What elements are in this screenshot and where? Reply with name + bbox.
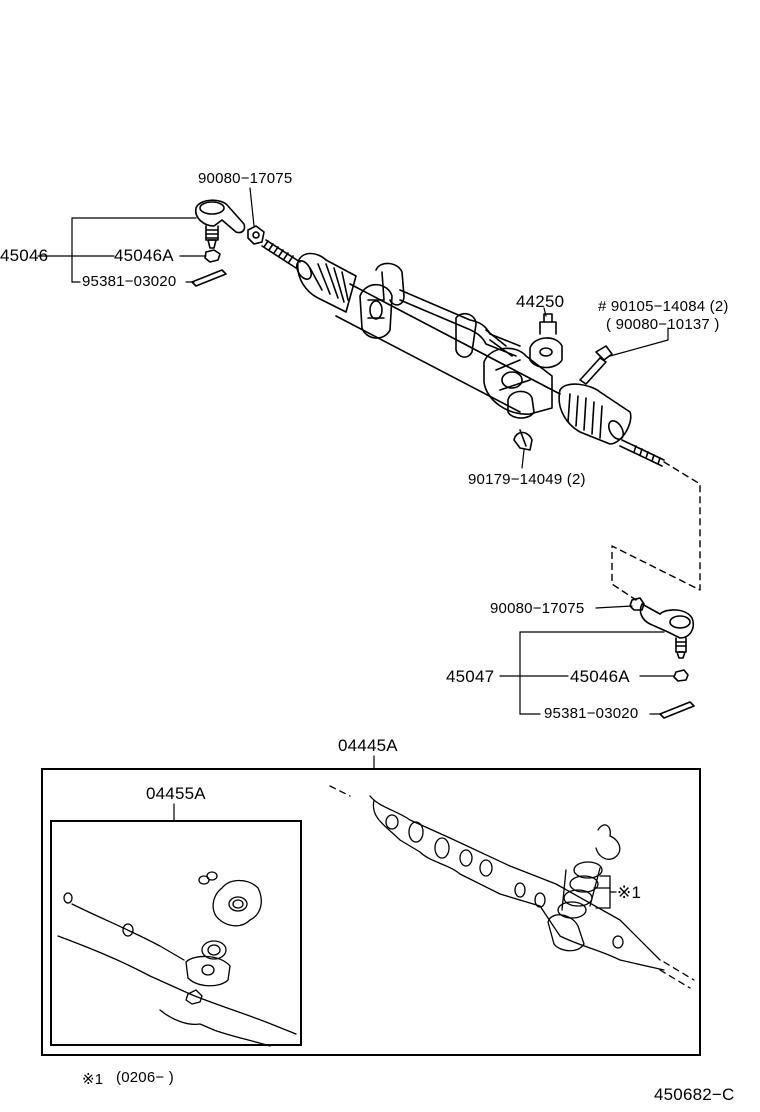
footnote-mark: ※1 xyxy=(82,1071,104,1088)
left-cotter-pin xyxy=(191,269,227,287)
dashed-guide xyxy=(611,461,701,601)
part-label-95381-03020-top: 95381−03020 xyxy=(82,273,177,290)
part-label-90080-10137: ( 90080−10137 ) xyxy=(606,316,720,333)
note-mark-seal: ※1 xyxy=(617,883,642,902)
part-label-44250: 44250 xyxy=(516,292,565,311)
right-tie-rod-end xyxy=(639,603,695,659)
part-label-90179-14049: 90179−14049 (2) xyxy=(468,471,586,488)
left-castle-nut xyxy=(204,249,221,263)
part-label-45046a-bottom: 45046A xyxy=(570,667,630,686)
left-tie-rod-end xyxy=(194,199,246,249)
kit-box-leaders xyxy=(173,755,375,821)
part-label-45046a-top: 45046A xyxy=(114,246,174,265)
valve-seal-kit-sketch xyxy=(57,871,297,1047)
leader-lines-lower xyxy=(499,605,675,715)
part-label-90080-17075-bottom: 90080−17075 xyxy=(490,600,585,617)
left-lock-nut xyxy=(247,225,265,245)
right-cotter-pin xyxy=(659,701,695,719)
right-inner-rod xyxy=(619,439,665,467)
kit-box-04445a xyxy=(41,768,701,1056)
part-label-90080-17075-top: 90080−17075 xyxy=(198,170,293,187)
mounting-grommet xyxy=(513,429,533,451)
part-label-45047: 45047 xyxy=(446,667,495,686)
left-inner-rod xyxy=(261,239,301,269)
part-label-90105-14084: # 90105−14084 (2) xyxy=(598,298,729,315)
mounting-bolt xyxy=(579,345,613,385)
right-castle-nut xyxy=(673,669,689,682)
illustration-code: 450682−C xyxy=(654,1085,735,1104)
kit-label-04445a: 04445A xyxy=(338,736,398,755)
kit-box-04455a xyxy=(50,820,302,1046)
kit-label-04455a: 04455A xyxy=(146,784,206,803)
rack-seal-kit-sketch xyxy=(329,785,695,989)
footnote-text: (0206− ) xyxy=(116,1069,174,1086)
part-label-95381-03020-bottom: 95381−03020 xyxy=(544,705,639,722)
steering-rack-housing xyxy=(295,252,632,445)
leader-lines-upper xyxy=(37,187,669,469)
part-label-45046: 45046 xyxy=(0,246,49,265)
